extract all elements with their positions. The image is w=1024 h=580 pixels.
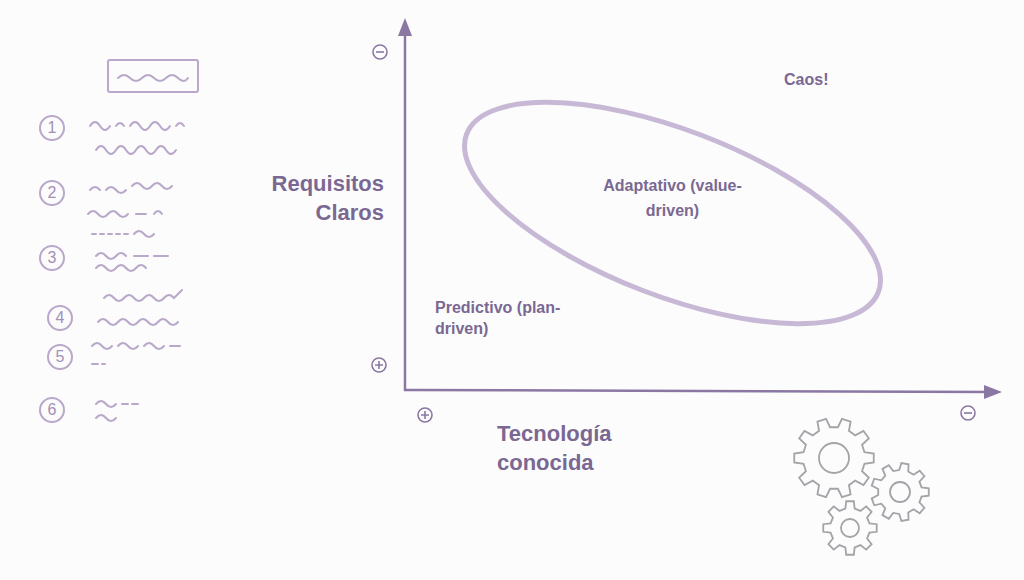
scribble <box>90 122 184 130</box>
scribble <box>118 75 188 81</box>
scribble <box>92 231 154 237</box>
scribble <box>88 211 162 217</box>
scribble <box>90 183 172 193</box>
x-axis <box>405 390 995 392</box>
scribble <box>96 401 138 407</box>
plus-symbol <box>418 408 432 422</box>
ellipse-region: Adaptativo (value-driven) <box>440 58 905 368</box>
list-circle <box>48 306 72 330</box>
plus-symbol <box>372 358 386 372</box>
gear <box>872 463 929 521</box>
sketch-list <box>40 60 198 422</box>
arrowhead <box>398 18 412 36</box>
scribble <box>96 146 176 154</box>
minus-symbol <box>961 406 975 420</box>
axis-label: Caos! <box>784 70 904 91</box>
callout-number: 1 <box>48 120 57 136</box>
scribble <box>98 319 178 325</box>
gear <box>794 419 873 497</box>
scribble <box>104 290 182 301</box>
list-circle <box>48 345 72 369</box>
callout-number: 2 <box>48 185 57 201</box>
scribble <box>96 265 146 271</box>
callout-number: 6 <box>48 402 57 418</box>
ellipse <box>437 56 908 369</box>
gears-icon <box>794 419 929 555</box>
list-circle <box>40 398 64 422</box>
gear <box>823 501 876 554</box>
axis-label: Predictivo (plan-driven) <box>435 298 575 340</box>
callout-number: 4 <box>56 310 65 326</box>
arrowhead <box>984 385 1002 399</box>
scribble <box>92 343 180 349</box>
scribble <box>92 363 105 365</box>
axes <box>405 26 995 392</box>
list-circle <box>40 246 64 270</box>
region-label: Adaptativo (value-driven) <box>598 174 748 224</box>
minus-symbol <box>373 45 387 59</box>
callout-number: 5 <box>56 349 65 365</box>
y-axis <box>404 26 407 390</box>
axis-label: Requisitos Claros <box>240 170 384 227</box>
axis-label: Tecnología conocida <box>497 420 657 477</box>
sign-symbols <box>372 45 975 422</box>
scribble <box>96 415 116 421</box>
callout-number: 3 <box>48 250 57 266</box>
scribble <box>96 253 168 259</box>
list-circle <box>40 116 64 140</box>
list-heading-box <box>108 60 198 92</box>
list-circle <box>40 181 64 205</box>
